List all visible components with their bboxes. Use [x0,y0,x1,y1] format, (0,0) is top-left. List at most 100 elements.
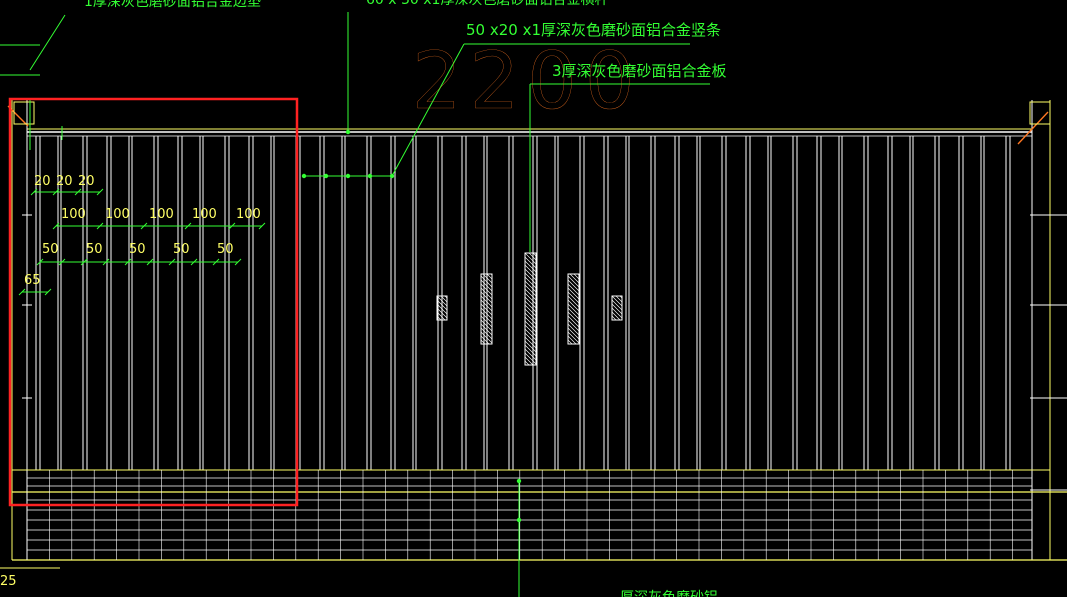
handle-hatch [567,319,580,332]
callout-vertical-strip: 50 x20 x1厚深灰色磨砂面铝合金竖条 [466,21,721,39]
dim-20-b: 20 [56,174,73,189]
handle-hatch [524,324,537,337]
handle-box [480,273,493,345]
handle-hatch [486,273,493,280]
handle-hatch [524,352,537,365]
leader-dot [345,129,351,135]
handle-hatch [567,331,580,344]
corner-mark-left [7,105,29,127]
handle-hatch [567,307,580,320]
handle-hatch [569,273,580,284]
leader-dot [516,517,522,523]
handle-hatch [524,288,537,301]
handle-hatch [480,315,493,328]
dim-tick [18,288,26,296]
handle-hatch [480,287,493,300]
handle-hatch [480,335,490,345]
dim-tick [96,222,104,230]
handle-hatch [567,339,573,345]
base-grid [0,469,1067,569]
dim-20-c: 20 [78,174,95,189]
handle-hatch [619,295,623,299]
handle-hatch [573,273,580,280]
handle-hatch [567,279,580,292]
handle-hatch [524,340,537,353]
leader-dot [301,173,307,179]
dim-tick [44,288,52,296]
handle-hatch [567,287,580,300]
handle-hatch [524,328,537,341]
dim-tick [102,258,110,266]
dim-tick [146,258,154,266]
handle-hatch [615,295,623,303]
leader-lines [0,12,710,597]
handle-hatch [532,252,537,257]
handle-hatch [524,356,534,366]
handle-hatch [611,315,617,321]
handle-hatch [480,323,493,336]
selection-rectangle[interactable] [8,97,299,507]
handle-hatch [524,300,537,313]
corner-box-left [13,101,35,125]
handle-hatch [480,283,493,296]
leader-dot [516,478,522,484]
handle-hatch [524,256,537,269]
dim-tick [74,188,82,196]
handle-hatch [436,299,448,311]
handle-hatch [567,315,580,328]
handle-hatch [436,303,448,315]
handle-hatch [524,360,530,366]
handle-hatch [524,348,537,361]
handle-hatch [524,264,537,277]
handle-hatch [567,291,580,304]
handle-hatch [567,275,580,288]
handle-hatch [524,308,537,321]
handle-hatch [490,273,493,276]
handle-hatch [524,292,537,305]
dim-tick [80,258,88,266]
dim-100-c: 100 [149,207,174,222]
dim-tick [212,258,220,266]
handle-hatch [480,311,493,324]
handle-hatch [524,336,537,349]
handle-hatch [611,295,623,307]
handle-hatch [436,307,448,319]
callout-panel-plate: 3厚深灰色磨砂面铝合金板 [552,62,727,80]
callout-top-cut: 1厚深灰色磨砂面铝合金边垫 [84,0,261,10]
corner-box-right [1029,101,1051,125]
dim-tick [168,258,176,266]
handle-hatch [524,296,537,309]
handle-hatch [524,332,537,345]
handle-hatch [524,320,537,333]
dim-tick [36,258,44,266]
panel-frame [7,100,1067,560]
dim-20-a: 20 [34,174,51,189]
dim-tick [52,222,60,230]
handle-hatch [528,252,537,261]
dim-tick [96,188,104,196]
dim-tick [30,188,38,196]
handle-hatch [480,279,493,292]
handle-hatch [567,299,580,312]
handle-hatch [567,295,580,308]
handle-hatch [524,268,537,281]
dim-tick [140,222,148,230]
handle-hatch [567,283,580,296]
handle-hatch [577,273,580,276]
dim-tick [190,258,198,266]
leader-dot [323,173,329,179]
handle-hatch [436,315,442,321]
dim-tick [124,258,132,266]
dim-tick [228,222,236,230]
dim-50-c: 50 [129,242,146,257]
handle-hatch [524,344,537,357]
vertical-slats [35,136,1011,470]
handle-hatch [480,319,493,332]
callout-bottom-cut: 厚深灰色磨砂铝 [620,589,718,597]
big-height-dimension: 2200 [412,37,643,127]
handle-hatch [436,295,448,307]
handle-box [567,273,580,345]
handle-hatch [524,272,537,285]
handle-hatch [480,331,493,344]
leader-top-left [29,14,66,71]
